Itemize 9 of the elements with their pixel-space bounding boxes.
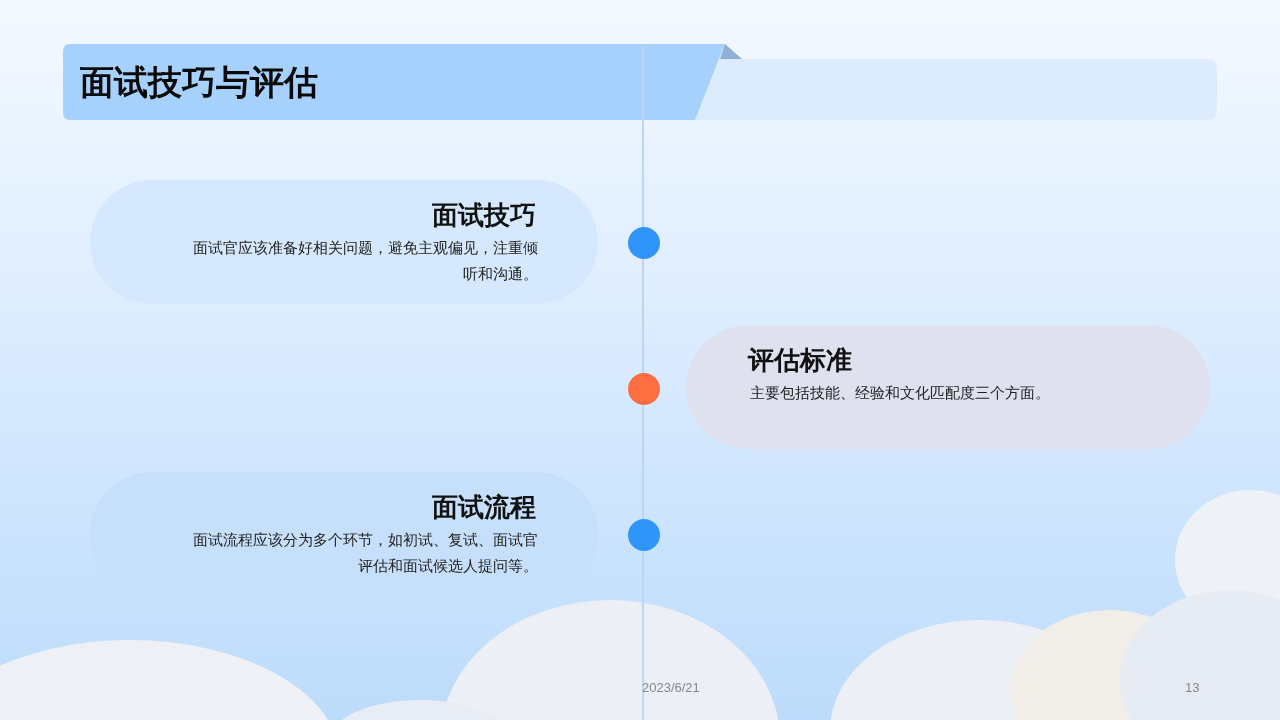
slide-title: 面试技巧与评估 <box>80 61 318 104</box>
card-description: 面试流程应该分为多个环节，如初试、复试、面试官评估和面试候选人提问等。 <box>192 530 538 577</box>
date-text: 2023/6/21 <box>642 680 700 695</box>
card-description: 面试官应该准备好相关问题，避免主观偏见，注重倾听和沟通。 <box>192 238 538 285</box>
page-number: 13 <box>1185 680 1200 695</box>
card-heading: 面试流程 <box>432 491 536 524</box>
card-heading: 面试技巧 <box>432 199 536 232</box>
card-heading: 评估标准 <box>748 344 852 377</box>
card-description: 主要包括技能、经验和文化匹配度三个方面。 <box>750 383 1051 404</box>
